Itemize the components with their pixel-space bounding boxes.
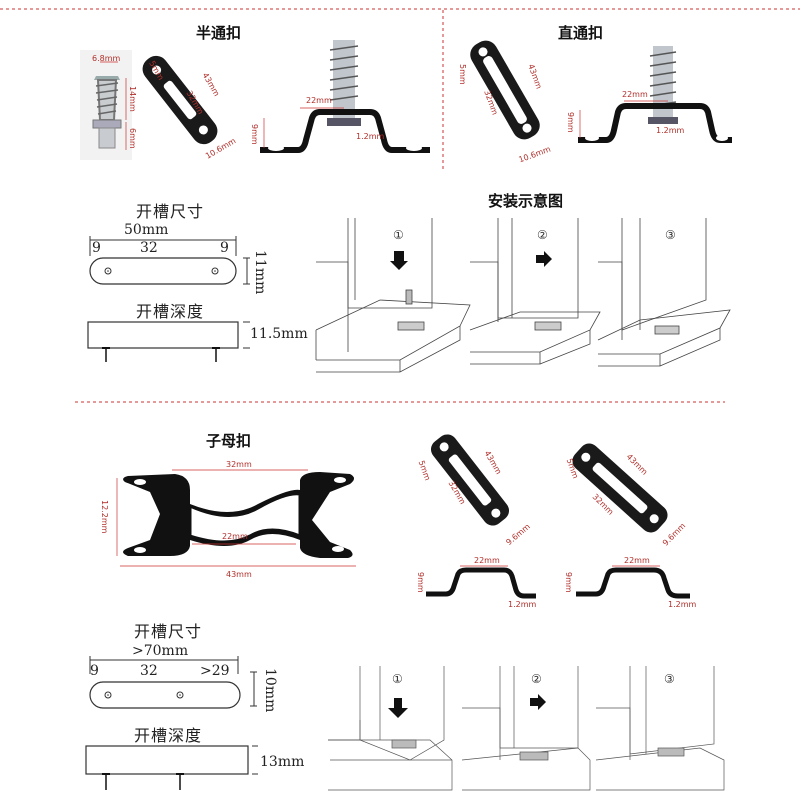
mother-clip-dim-inner: 22mm	[222, 532, 248, 541]
slot-height-2: 10mm	[262, 668, 278, 713]
right-arrow-icon-2	[530, 694, 546, 710]
slot-left-margin-2: 9	[90, 663, 99, 679]
straight-clip-top-view	[470, 40, 540, 140]
slot-total-length-2: >70mm	[132, 643, 189, 659]
down-arrow-icon	[390, 251, 408, 270]
right-arrow-icon	[536, 251, 552, 267]
half-through-clip-title: 半通扣	[196, 24, 242, 42]
slot-hole-spacing-1: 32	[140, 240, 158, 256]
child-clip-b-dim-thickness: 1.2mm	[668, 600, 697, 609]
slot-height-1: 11mm	[252, 250, 268, 295]
slot-drawing-1	[87, 236, 250, 362]
slot-depth-2: 13mm	[260, 754, 305, 770]
install-diagram-row-2	[328, 666, 725, 791]
child-clip-b-top-view	[572, 443, 668, 533]
half-clip-dim-thickness: 1.2mm	[356, 132, 385, 141]
slot-depth-title-2: 开槽深度	[134, 726, 203, 745]
half-clip-side-view	[260, 40, 430, 153]
child-clip-a-top-view	[430, 434, 510, 526]
install2-step-1: ①	[392, 672, 403, 686]
straight-through-clip-title: 直通扣	[558, 24, 604, 42]
screw-dim-length: 14mm	[128, 86, 137, 112]
straight-clip-dim-height: 9mm	[566, 112, 575, 133]
install2-step-2: ②	[531, 672, 542, 686]
install-diagram-row-1	[315, 218, 731, 373]
straight-clip-side-view	[578, 46, 732, 143]
screw-dim-head: 6.8mm	[92, 54, 121, 63]
mother-clip-dim-bottom: 43mm	[226, 570, 252, 579]
mother-clip-dim-top: 32mm	[226, 460, 252, 469]
slot-right-margin-2: >29	[200, 663, 230, 679]
slot-size-title-2: 开槽尺寸	[134, 622, 203, 641]
half-clip-dim-height: 9mm	[250, 124, 259, 145]
install-diagram-title: 安装示意图	[488, 192, 564, 210]
child-clip-a-side-view	[426, 565, 536, 599]
install-step-3: ③	[665, 228, 676, 242]
slot-hole-spacing-2: 32	[140, 663, 158, 679]
slot-depth-title-1: 开槽深度	[136, 302, 205, 321]
straight-clip-dim-thickness: 1.2mm	[656, 126, 685, 135]
install2-step-3: ③	[664, 672, 675, 686]
half-clip-top-view	[142, 55, 218, 145]
child-clip-a-dim-height: 9mm	[416, 572, 425, 593]
child-clip-a-dim-thickness: 1.2mm	[508, 600, 537, 609]
slot-size-title-1: 开槽尺寸	[136, 202, 205, 221]
down-arrow-icon-2	[388, 698, 408, 718]
half-clip-dim-bridge: 22mm	[306, 96, 332, 105]
slot-left-margin-1: 9	[92, 240, 101, 256]
install-step-2: ②	[537, 228, 548, 242]
child-clip-a-dim-bridge: 22mm	[474, 556, 500, 565]
child-clip-b-dim-height: 9mm	[564, 572, 573, 593]
child-clip-b-side-view	[576, 565, 690, 599]
slot-right-margin-1: 9	[220, 240, 229, 256]
straight-clip-dim-bridge: 22mm	[622, 90, 648, 99]
slot-total-length-1: 50mm	[124, 222, 169, 238]
install-step-1: ①	[393, 228, 404, 242]
screw-illustration	[80, 50, 132, 160]
slot-drawing-2	[85, 656, 258, 790]
child-mother-clip-title: 子母扣	[206, 432, 252, 450]
straight-clip-dim-width: 5mm	[458, 64, 467, 85]
mother-clip-illustration	[116, 469, 356, 567]
screw-dim-shank: 6mm	[128, 128, 137, 149]
child-clip-b-dim-bridge: 22mm	[624, 556, 650, 565]
mother-clip-dim-height: 12.2mm	[100, 500, 109, 534]
slot-depth-1: 11.5mm	[250, 326, 308, 342]
